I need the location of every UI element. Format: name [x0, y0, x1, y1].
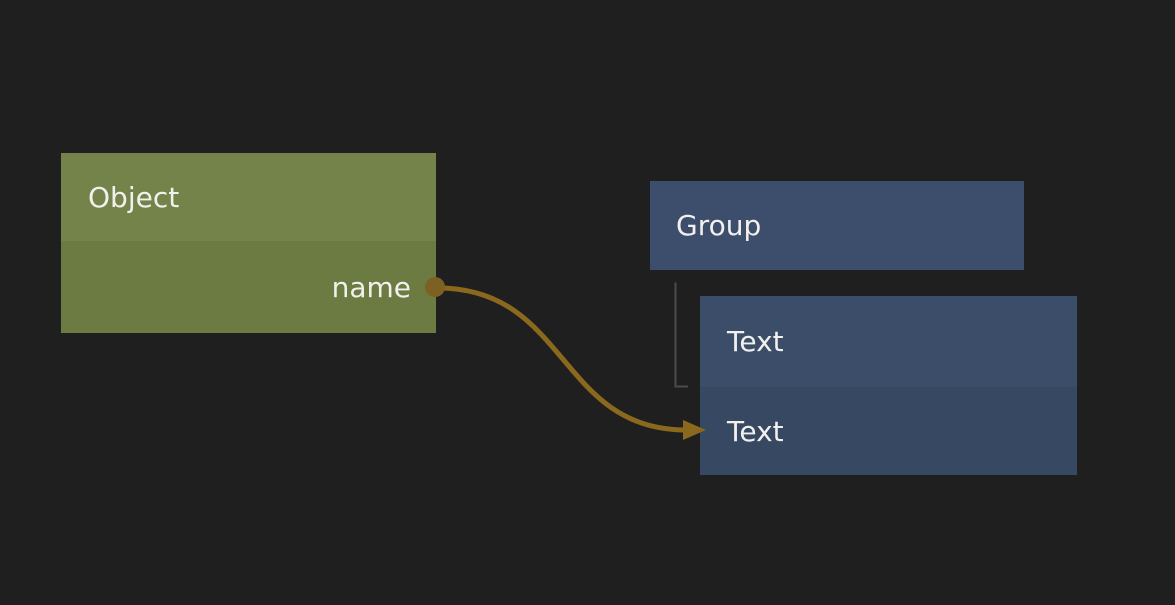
tree-connector-line: [674, 282, 688, 388]
connection-edge[interactable]: [435, 285, 706, 440]
node-object-header[interactable]: Object: [61, 153, 436, 241]
node-object-output-row[interactable]: name: [61, 241, 445, 333]
node-text-row-label: Text: [727, 414, 784, 448]
output-port-label: name: [331, 270, 411, 304]
connection-edge-path[interactable]: [435, 285, 689, 433]
node-group-header[interactable]: Group: [650, 181, 1024, 270]
node-text-title: Text: [727, 325, 784, 358]
node-text-row[interactable]: Text: [700, 387, 1077, 475]
node-object[interactable]: Object name: [61, 153, 445, 333]
output-port[interactable]: [425, 277, 445, 297]
node-group[interactable]: Group: [650, 181, 1024, 270]
node-group-title: Group: [676, 209, 762, 242]
node-text-header[interactable]: Text: [700, 296, 1077, 387]
node-text[interactable]: Text Text: [700, 296, 1077, 475]
node-object-title: Object: [88, 180, 180, 214]
